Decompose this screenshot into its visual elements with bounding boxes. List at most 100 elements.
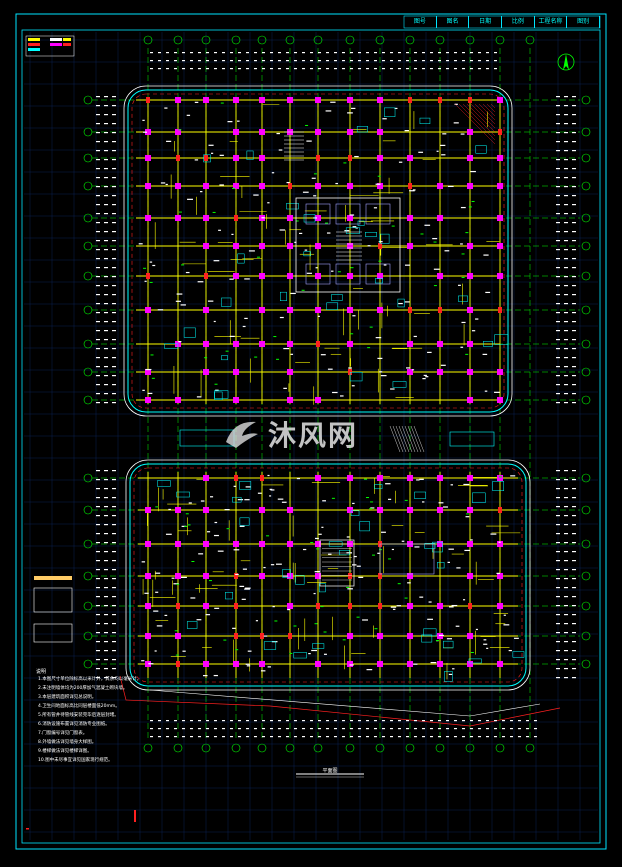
room-label — [227, 121, 233, 123]
room-label — [306, 272, 312, 274]
column — [287, 507, 293, 513]
riser — [234, 603, 238, 609]
room-label — [233, 485, 237, 487]
room-label — [475, 628, 478, 631]
column — [437, 273, 443, 279]
room-label — [352, 315, 356, 317]
column — [467, 129, 473, 135]
axis-bubble-bottom — [345, 743, 355, 753]
room-label — [206, 531, 211, 533]
building-outline — [123, 85, 513, 417]
room-label — [144, 592, 149, 594]
room-label — [245, 663, 250, 665]
room-label — [422, 378, 426, 380]
column — [203, 369, 209, 375]
column — [287, 215, 293, 221]
column — [203, 603, 209, 609]
column — [175, 129, 181, 135]
axis-bubble-bottom — [143, 743, 153, 753]
column — [437, 341, 443, 347]
column — [497, 97, 503, 103]
site-boundary — [119, 675, 561, 727]
column — [437, 475, 443, 481]
riser — [348, 369, 352, 375]
column — [315, 397, 321, 403]
room-label — [277, 498, 284, 500]
room-label — [340, 395, 344, 397]
room-label — [352, 502, 355, 505]
fixture — [356, 126, 368, 133]
room-label — [165, 533, 172, 535]
room-label — [348, 367, 352, 369]
legend-box — [25, 35, 75, 57]
room-label — [267, 202, 270, 204]
column — [467, 507, 473, 513]
fixture — [239, 481, 252, 490]
axis-bubble-bottom — [173, 743, 183, 753]
axis-bubble-bottom — [285, 743, 295, 753]
room-label — [311, 177, 316, 179]
column — [287, 97, 293, 103]
fixture — [331, 294, 343, 301]
room-label — [283, 347, 290, 350]
axis-bubble-left — [83, 181, 93, 191]
room-label — [279, 316, 284, 319]
column — [347, 215, 353, 221]
room-label — [419, 478, 424, 480]
room-label — [188, 502, 192, 504]
fixture — [186, 621, 198, 629]
fixture — [458, 295, 468, 302]
room-label — [313, 195, 317, 197]
column — [497, 243, 503, 249]
elevator-shaft — [365, 263, 391, 285]
room-label — [181, 525, 187, 527]
fixture — [157, 480, 171, 487]
room-label — [255, 620, 259, 622]
room-label — [427, 618, 433, 620]
axis-bubble-top — [345, 35, 355, 45]
room-label — [171, 577, 175, 579]
column — [467, 541, 473, 547]
room-label — [219, 184, 224, 186]
room-label — [327, 368, 333, 370]
column — [407, 215, 413, 221]
axis-bubble-bottom — [465, 743, 475, 753]
fixture — [365, 232, 377, 237]
riser — [408, 97, 412, 103]
room-label — [448, 548, 454, 550]
title-block-cell: 图名 — [437, 16, 470, 28]
column — [377, 273, 383, 279]
room-label — [452, 668, 455, 670]
outer-frame — [15, 13, 607, 850]
room-label — [211, 152, 214, 154]
axis-bubble-left — [83, 305, 93, 315]
column — [377, 155, 383, 161]
column — [377, 507, 383, 513]
riser — [498, 307, 502, 313]
column — [287, 573, 293, 579]
axis-bubble-right — [581, 127, 591, 137]
column — [259, 541, 265, 547]
bridge-room — [449, 431, 495, 447]
room-label — [330, 101, 336, 103]
room-label — [315, 537, 319, 540]
room-label — [205, 614, 211, 616]
column — [407, 341, 413, 347]
room-label — [196, 619, 202, 621]
axis-bubble-right — [581, 601, 591, 611]
axis-bubble-bottom — [405, 743, 415, 753]
axis-bubble-left — [83, 271, 93, 281]
room-label — [283, 387, 287, 389]
room-label — [152, 264, 156, 267]
room-label — [190, 597, 196, 599]
room-label — [463, 599, 466, 601]
fixture — [492, 481, 505, 491]
room-label — [444, 250, 450, 252]
room-label — [194, 101, 199, 103]
axis-bubble-top — [465, 35, 475, 45]
room-label — [270, 489, 275, 491]
room-label — [406, 367, 411, 369]
axis-bubble-left — [83, 95, 93, 105]
column — [347, 475, 353, 481]
